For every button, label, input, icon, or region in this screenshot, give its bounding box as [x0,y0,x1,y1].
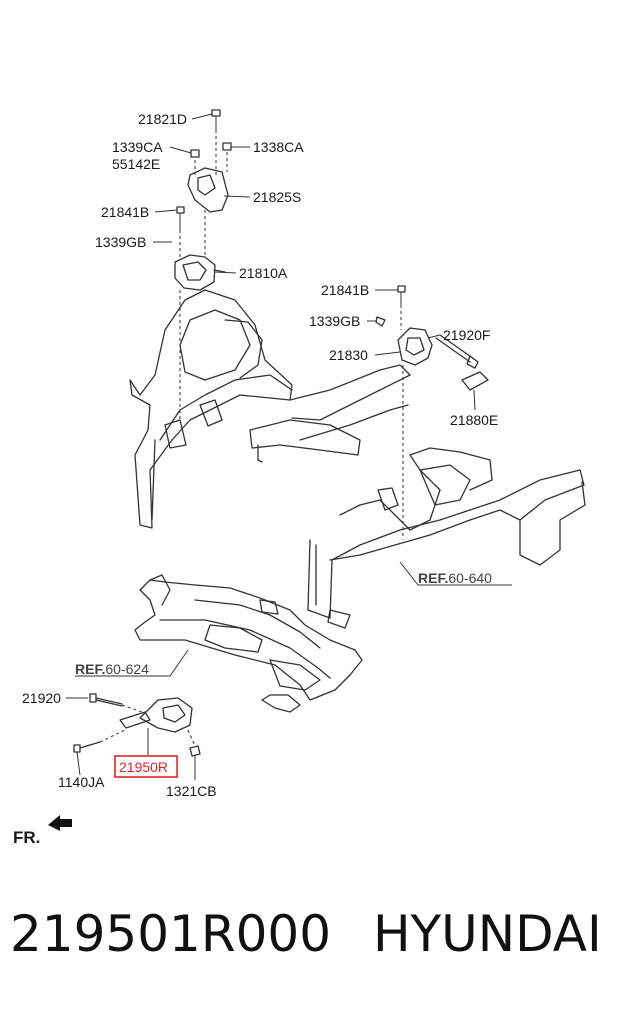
label-1338CA: 1338CA [253,139,304,155]
highlight-box-21950R [114,755,178,778]
label-1339GB-lower: 1339GB [309,313,360,329]
left-side-member-drawing [129,289,411,529]
label-21950R: 21950R [119,759,168,775]
label-21830: 21830 [329,347,368,363]
ref-60-624: REF.60-624 [75,661,149,677]
label-21920F: 21920F [443,327,490,343]
label-21880E: 21880E [450,412,498,428]
label-1321CB: 1321CB [166,783,217,799]
footer-caption: 219501R000 HYUNDAI [10,905,610,975]
ref-60-640: REF.60-640 [418,570,492,586]
front-subframe-drawing [134,574,363,713]
engine-mount-left-drawing [174,109,232,420]
right-side-member-drawing [307,447,586,619]
label-55142E: 55142E [112,156,160,172]
transmission-mount-drawing [375,285,489,540]
part-number: 219501R000 [10,905,332,963]
label-21841B-upper: 21841B [101,204,149,220]
front-arrow-icon [48,815,72,831]
label-21810A: 21810A [239,265,288,281]
label-1339CA: 1339CA [112,139,163,155]
label-1140JA: 1140JA [58,774,105,790]
brand-name: HYUNDAI [373,905,602,963]
leader-lines [66,113,512,780]
label-21841B-lower: 21841B [321,282,369,298]
label-1339GB-upper: 1339GB [95,234,146,250]
label-21821D: 21821D [138,111,187,127]
roll-rod-drawing [73,693,201,757]
label-fr: FR. [13,828,40,847]
label-21825S: 21825S [253,189,301,205]
label-21920: 21920 [22,690,61,706]
